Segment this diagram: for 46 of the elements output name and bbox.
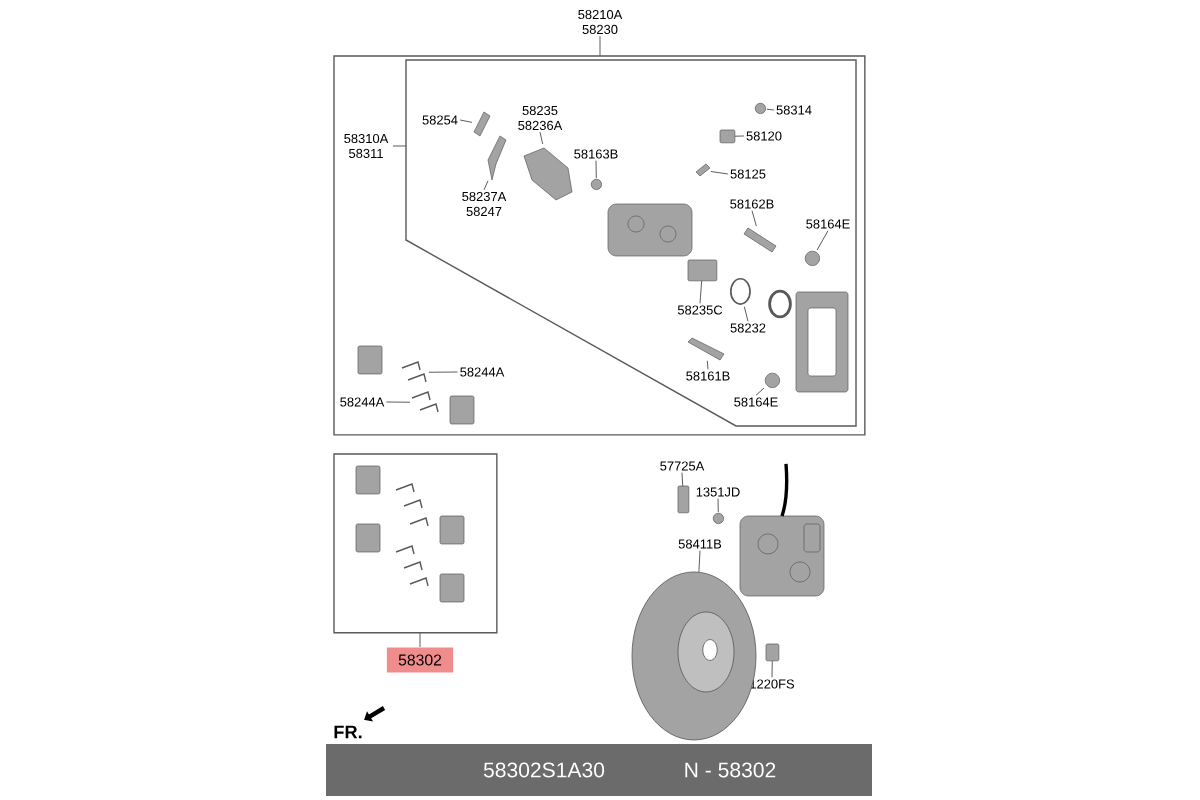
leader-line xyxy=(681,472,684,487)
part-code: N - 58302 xyxy=(685,762,776,778)
bolt-drawing xyxy=(677,485,690,514)
frame-box xyxy=(333,55,866,436)
seal-ring-drawing xyxy=(730,277,751,305)
leader-line xyxy=(392,145,407,147)
leader-line xyxy=(599,35,601,57)
leader-line xyxy=(539,131,544,145)
leader-line xyxy=(816,230,829,251)
leader-line xyxy=(699,280,703,304)
bolt-drawing xyxy=(687,337,725,361)
fr-label: FR. xyxy=(334,725,362,739)
leader-line xyxy=(766,108,775,111)
leader-line xyxy=(771,660,773,678)
screw-drawing xyxy=(765,643,780,662)
leader-line xyxy=(734,135,745,137)
leader-line xyxy=(710,171,729,175)
leader-line xyxy=(459,119,473,123)
spring-drawing xyxy=(473,111,491,137)
bleeder-drawing xyxy=(590,178,602,190)
bracket-drawing xyxy=(487,135,507,181)
leader-line xyxy=(385,401,411,403)
washer-drawing xyxy=(712,512,724,524)
housing-drawing xyxy=(523,147,573,201)
leader-line xyxy=(595,160,597,179)
leader-line xyxy=(698,550,701,573)
sleeve-drawing xyxy=(719,129,736,144)
frame-box xyxy=(405,59,857,427)
clip-drawing xyxy=(411,391,439,413)
leader-line xyxy=(483,180,489,191)
part-code: 58302S1A30 xyxy=(483,762,605,778)
leader-line xyxy=(755,387,765,396)
leader-line xyxy=(751,210,757,227)
bolt-drawing xyxy=(743,227,777,253)
pin-drawing xyxy=(695,163,711,177)
leader-line xyxy=(717,498,719,513)
leader-line xyxy=(743,306,749,322)
frame-box xyxy=(333,453,498,634)
nut-drawing xyxy=(804,250,820,266)
cap-drawing xyxy=(754,102,766,114)
clip-drawing xyxy=(401,361,427,383)
leader-line xyxy=(706,360,709,370)
leader-line xyxy=(419,632,421,648)
nut-drawing xyxy=(764,372,780,388)
leader-line xyxy=(428,371,459,373)
piston-drawing xyxy=(687,259,718,282)
